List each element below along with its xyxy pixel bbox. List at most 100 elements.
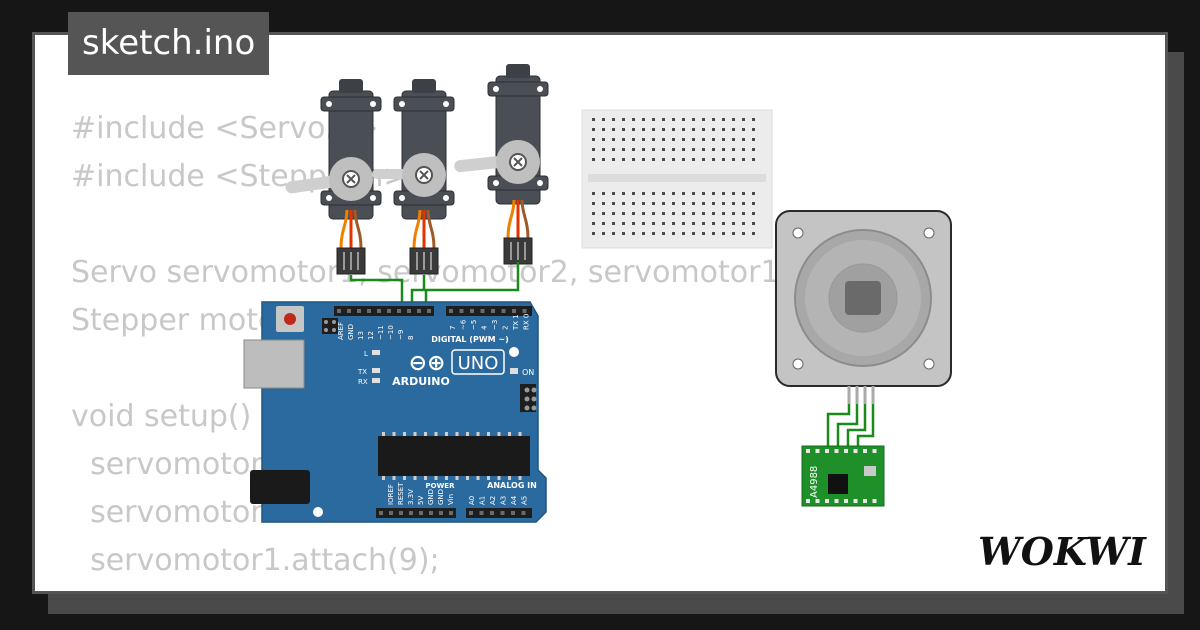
breadboard-hole xyxy=(632,232,635,235)
breadboard-hole xyxy=(672,158,675,161)
breadboard-hole xyxy=(602,232,605,235)
pin-label: 3.3V xyxy=(407,489,415,505)
breadboard-hole xyxy=(642,192,645,195)
breadboard-hole xyxy=(752,128,755,131)
breadboard-hole xyxy=(622,128,625,131)
breadboard-hole xyxy=(732,158,735,161)
breadboard-hole xyxy=(642,158,645,161)
breadboard-hole xyxy=(632,212,635,215)
driver-pin xyxy=(863,499,867,503)
breadboard-hole xyxy=(612,222,615,225)
breadboard-hole xyxy=(592,222,595,225)
breadboard-hole xyxy=(672,212,675,215)
breadboard-hole xyxy=(632,148,635,151)
breadboard-hole xyxy=(672,138,675,141)
breadboard-hole xyxy=(712,232,715,235)
breadboard-hole xyxy=(752,232,755,235)
breadboard-hole xyxy=(612,158,615,161)
breadboard-hole xyxy=(672,222,675,225)
breadboard-hole xyxy=(712,138,715,141)
chip-pin xyxy=(413,476,417,480)
servo-signal-wire xyxy=(349,275,404,308)
header-pin xyxy=(449,309,453,313)
header-pin xyxy=(357,309,361,313)
breadboard-hole xyxy=(662,128,665,131)
breadboard-hole xyxy=(642,148,645,151)
breadboard-hole xyxy=(752,148,755,151)
chip-pin xyxy=(382,432,385,436)
breadboard-hole xyxy=(722,192,725,195)
breadboard-hole xyxy=(712,118,715,121)
pin-label: 12 xyxy=(367,331,375,340)
breadboard-hole xyxy=(612,148,615,151)
chip-pin xyxy=(518,476,522,480)
driver-pin xyxy=(844,499,848,503)
header-pin xyxy=(367,309,371,313)
breadboard-hole xyxy=(622,212,625,215)
breadboard-hole xyxy=(602,138,605,141)
breadboard-hole xyxy=(692,222,695,225)
breadboard-hole xyxy=(692,212,695,215)
breadboard-hole xyxy=(712,148,715,151)
pin-label: A0 xyxy=(468,496,476,505)
chip-pin xyxy=(476,432,480,436)
breadboard-hole xyxy=(742,148,745,151)
breadboard-hole xyxy=(732,222,735,225)
breadboard-hole xyxy=(752,118,755,121)
breadboard-hole xyxy=(682,128,685,131)
breadboard-hole xyxy=(592,232,595,235)
header-pin xyxy=(379,511,383,515)
breadboard-hole xyxy=(622,138,625,141)
breadboard-hole xyxy=(682,212,685,215)
header-pin xyxy=(397,309,401,313)
driver-pin xyxy=(863,449,867,453)
chip-pin xyxy=(487,432,490,436)
power-pins-label: POWER xyxy=(426,482,456,490)
breadboard-hole xyxy=(702,158,705,161)
header-pin xyxy=(490,511,494,515)
breadboard-hole xyxy=(602,118,605,121)
breadboard-hole xyxy=(662,222,665,225)
breadboard-hole xyxy=(722,128,725,131)
chip-pin xyxy=(392,476,396,480)
breadboard-hole xyxy=(612,232,615,235)
breadboard-hole xyxy=(732,128,735,131)
stepper-wire xyxy=(856,404,875,446)
breadboard-hole xyxy=(652,118,655,121)
tx-led-label: TX xyxy=(357,368,367,376)
breadboard-hole xyxy=(682,192,685,195)
breadboard-hole xyxy=(742,138,745,141)
l-led-label: L xyxy=(364,350,368,358)
header-pin xyxy=(511,511,515,515)
chip-pin xyxy=(466,476,469,480)
breadboard-hole xyxy=(672,202,675,205)
chip-pin xyxy=(434,432,438,436)
breadboard-hole xyxy=(642,212,645,215)
breadboard-hole xyxy=(592,192,595,195)
breadboard-hole xyxy=(612,138,615,141)
breadboard-hole xyxy=(732,232,735,235)
driver-pin xyxy=(853,499,858,503)
header-pin xyxy=(470,309,474,313)
driver-pin xyxy=(806,449,810,453)
servo-signal-wire xyxy=(410,275,426,308)
chip-pin xyxy=(445,476,448,480)
breadboard-hole xyxy=(642,222,645,225)
header-pin xyxy=(501,309,506,313)
pin-label: RX 0 xyxy=(523,314,531,330)
breadboard-hole xyxy=(602,148,605,151)
reset-button[interactable] xyxy=(284,313,296,325)
breadboard-hole xyxy=(602,158,605,161)
header-pin xyxy=(449,511,453,515)
icsp-pin xyxy=(324,328,328,332)
breadboard-hole xyxy=(622,118,625,121)
breadboard-hole xyxy=(642,138,645,141)
breadboard-hole xyxy=(702,118,705,121)
driver-pin xyxy=(853,449,858,453)
driver-pin xyxy=(806,499,810,503)
breadboard-hole xyxy=(662,148,665,151)
pin-label: ~11 xyxy=(377,325,385,340)
breadboard-hole xyxy=(612,128,615,131)
pin-label: A3 xyxy=(500,496,508,505)
pin-label: A5 xyxy=(521,496,529,505)
